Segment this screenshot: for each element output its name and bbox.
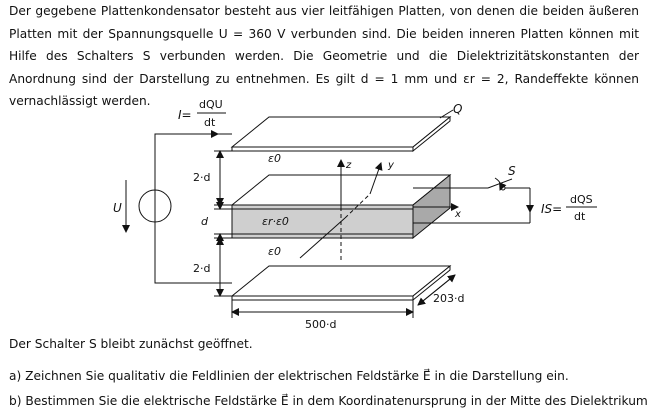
axis-z-label: z xyxy=(345,160,352,171)
depth-dimension xyxy=(417,274,456,306)
current-left-lhs: I= xyxy=(178,108,192,122)
switch-label: S xyxy=(508,164,516,178)
switch-circuit xyxy=(413,177,534,224)
dim-upper-gap-label: 2·d xyxy=(193,171,210,184)
current-right-num: dQS xyxy=(570,193,593,206)
eps-middle-label: εr·ε0 xyxy=(262,215,289,228)
current-right-formula: IS= dQS dt xyxy=(541,193,597,223)
task-b: b) Bestimmen Sie die elektrische Feldstä… xyxy=(9,394,647,408)
current-left-formula: I= dQU dt xyxy=(178,98,226,129)
dim-middle-label: d xyxy=(201,215,209,228)
plate-q-label: Q xyxy=(453,102,462,116)
bottom-plate xyxy=(230,264,452,302)
width-dimension xyxy=(231,300,414,318)
axis-x-label: x xyxy=(454,209,461,220)
plate-q-leader xyxy=(439,109,454,119)
voltage-source-wiring xyxy=(122,133,232,284)
eps-upper-label: ε0 xyxy=(268,152,281,165)
top-plate xyxy=(230,115,452,153)
vertical-dimensions xyxy=(214,150,232,297)
intro-paragraph: Der gegebene Plattenkondensator besteht … xyxy=(9,4,639,108)
dim-depth-label: 203·d xyxy=(433,292,464,305)
voltage-label: U xyxy=(113,201,122,215)
axis-y-label: y xyxy=(387,160,395,171)
switch-note: Der Schalter S bleibt zunächst geöffnet. xyxy=(9,337,253,351)
coordinate-axes xyxy=(299,159,459,260)
dim-width-label: 500·d xyxy=(305,318,336,331)
task-a: a) Zeichnen Sie qualitativ die Feldlinie… xyxy=(9,369,569,383)
current-right-lhs: IS= xyxy=(541,202,562,216)
switch-note-text: Der Schalter S bleibt zunächst geöffnet. xyxy=(9,337,253,351)
current-left-num: dQU xyxy=(199,98,223,111)
current-right-den: dt xyxy=(574,210,586,223)
dim-lower-gap-label: 2·d xyxy=(193,262,210,275)
eps-lower-label: ε0 xyxy=(268,245,281,258)
current-left-den: dt xyxy=(204,116,216,129)
